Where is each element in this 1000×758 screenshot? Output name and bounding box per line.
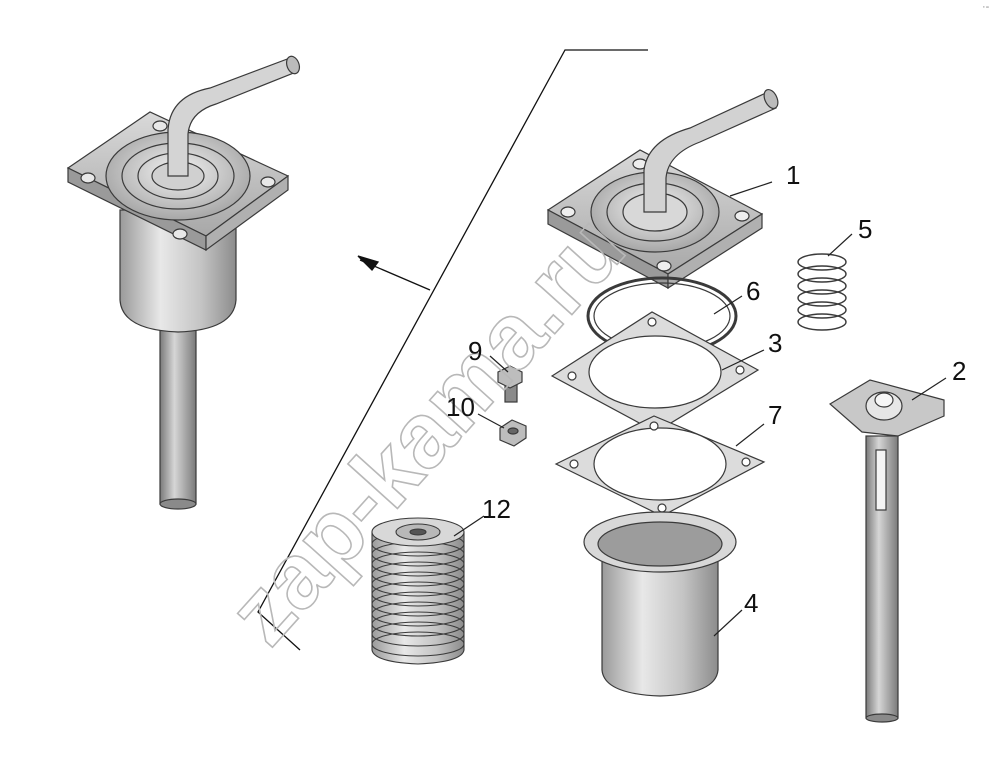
callout-9: 9	[468, 336, 482, 366]
callout-5: 5	[858, 214, 872, 244]
callout-labels: 1 2 3 4 5 6 7 9 10 12	[446, 160, 966, 618]
part-7-gasket	[554, 415, 766, 517]
callout-2: 2	[952, 356, 966, 386]
callout-4: 4	[744, 588, 758, 618]
callout-10: 10	[446, 392, 475, 422]
callout-1: 1	[786, 160, 800, 190]
section-line	[257, 49, 648, 651]
callout-3: 3	[768, 328, 782, 358]
callout-6: 6	[746, 276, 760, 306]
part-1-cover-assembly	[546, 88, 779, 290]
part-12-bellows	[371, 517, 465, 665]
part-5-spring	[797, 253, 847, 331]
part-2-lever	[828, 379, 945, 723]
leader-lines	[453, 181, 947, 637]
corner-mark: ·-	[982, 1, 990, 13]
assembled-unit	[66, 55, 301, 510]
part-4-cup	[583, 511, 737, 697]
callout-12: 12	[482, 494, 511, 524]
part-10-nut	[499, 419, 527, 447]
part-3-gasket	[550, 311, 760, 433]
callout-7: 7	[768, 400, 782, 430]
part-9-bolt	[497, 365, 523, 403]
